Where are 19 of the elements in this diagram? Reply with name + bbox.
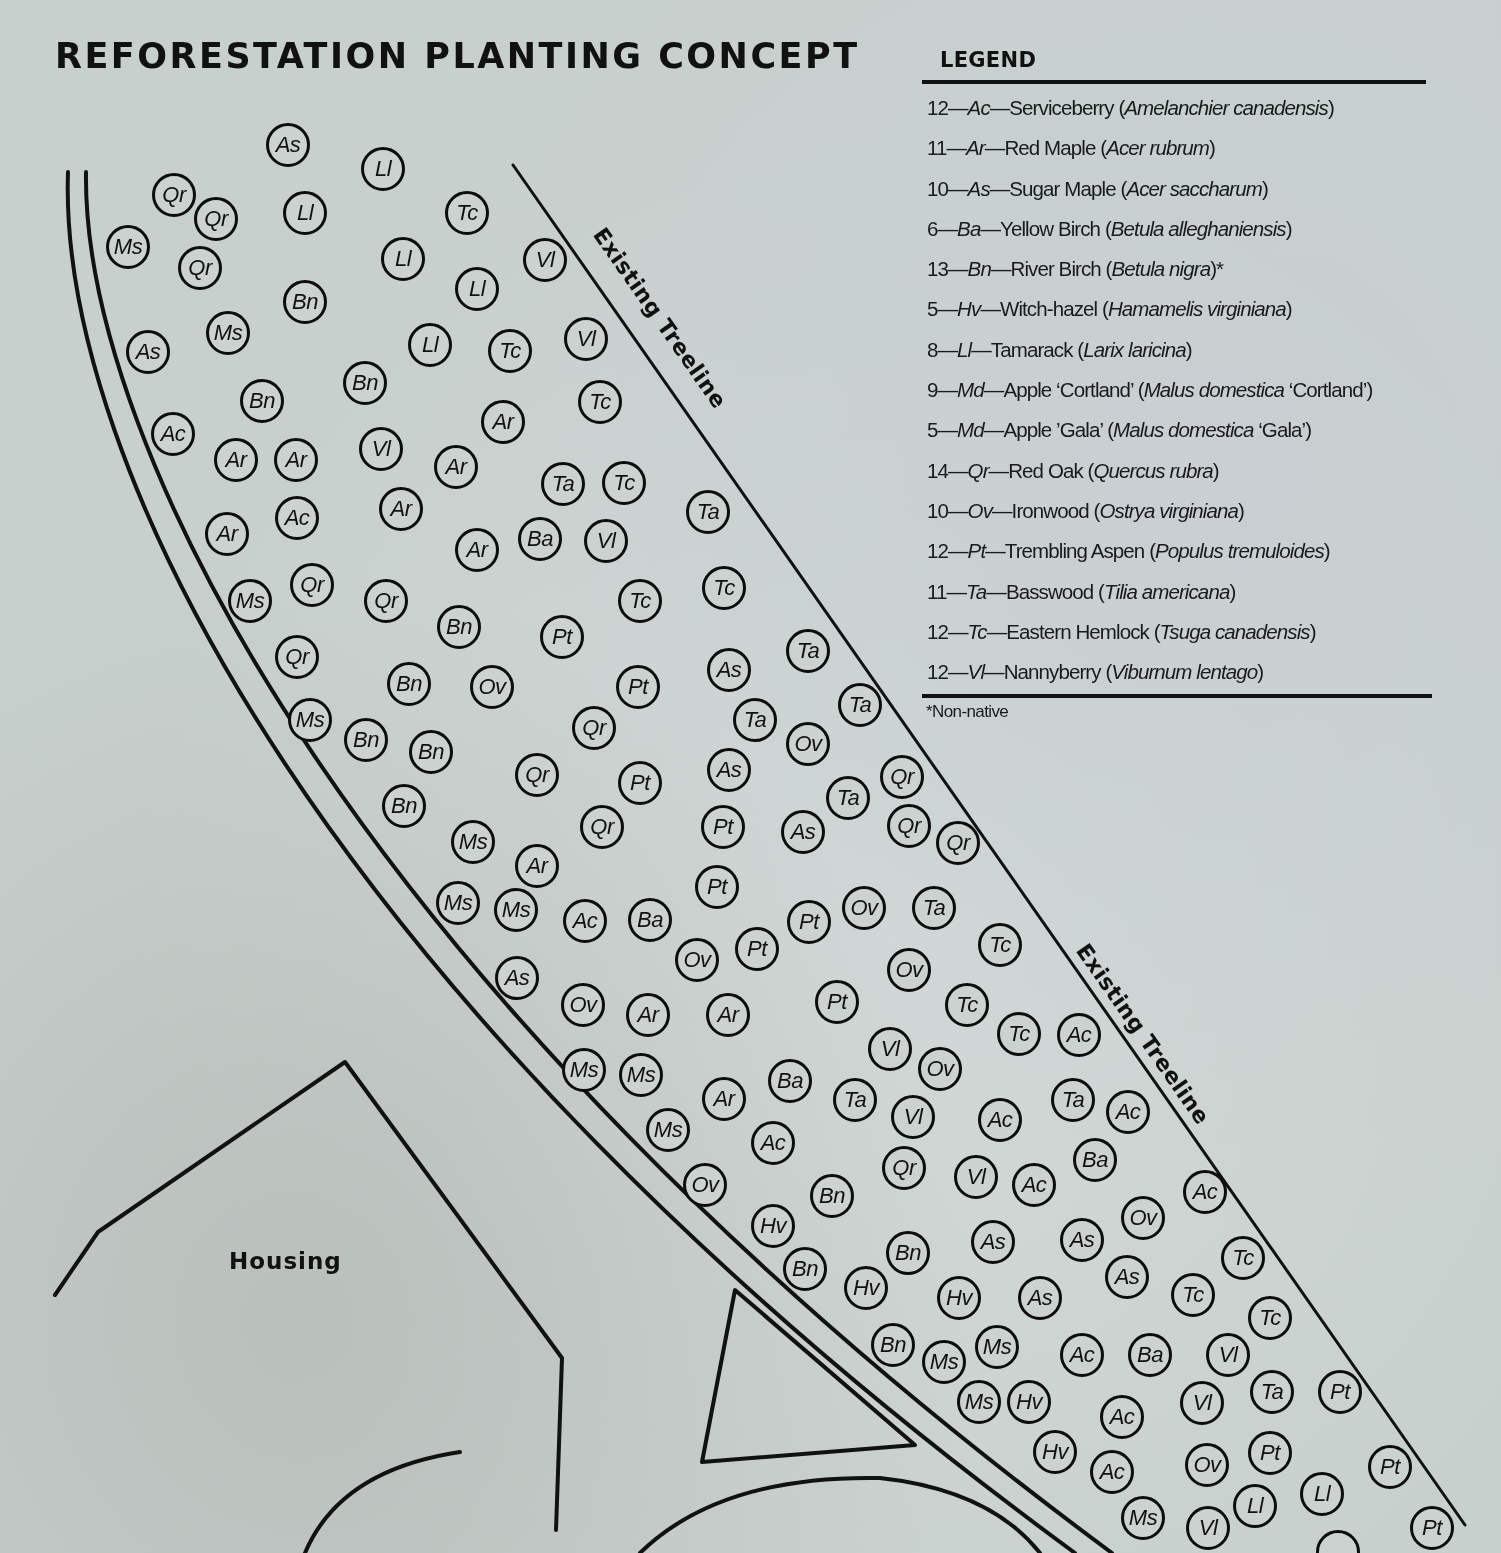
legend-entry: 6—Ba—Yellow Birch (Betula alleghaniensis) xyxy=(927,215,1292,242)
legend-entry: 12—Vl—Nannyberry (Viburnum lentago) xyxy=(927,659,1264,686)
legend-entry: 12—Ac—Serviceberry (Amelanchier canadensis) xyxy=(927,95,1334,121)
legend-entry: 12—Tc—Eastern Hemlock (Tsuga canadensis) xyxy=(927,618,1316,645)
area-label: Housing xyxy=(229,1248,342,1274)
legend-entry: 9—Md—Apple ‘Cortland’ (Malus domestica ‘Cortland’) xyxy=(927,377,1373,404)
legend-entry: 10—Ov—Ironwood (Ostrya virginiana) xyxy=(927,497,1244,524)
legend-entry: 5—Hv—Witch-hazel (Hamamelis virginiana) xyxy=(927,296,1292,323)
legend-entry: 11—Ar—Red Maple (Acer rubrum) xyxy=(927,135,1215,162)
legend-entry: 5—Md—Apple ’Gala’ (Malus domestica ‘Gala’) xyxy=(927,417,1312,444)
legend-entry: 8—Ll—Tamarack (Larix laricina) xyxy=(927,336,1192,363)
map-title: REFORESTATION PLANTING CONCEPT xyxy=(55,36,860,76)
legend-entry: 14—Qr—Red Oak (Quercus rubra) xyxy=(927,457,1219,484)
legend-entry: 13—Bn—River Birch (Betula nigra)* xyxy=(927,256,1224,283)
legend-entry: 12—Pt—Trembling Aspen (Populus tremuloides) xyxy=(927,538,1330,565)
legend-entry: 11—Ta—Basswood (Tilia americana) xyxy=(927,578,1236,605)
footnote: *Non-native xyxy=(926,702,1009,723)
legend-heading: LEGEND xyxy=(940,48,1038,72)
legend-entry: 10—As—Sugar Maple (Acer saccharum) xyxy=(927,175,1268,202)
